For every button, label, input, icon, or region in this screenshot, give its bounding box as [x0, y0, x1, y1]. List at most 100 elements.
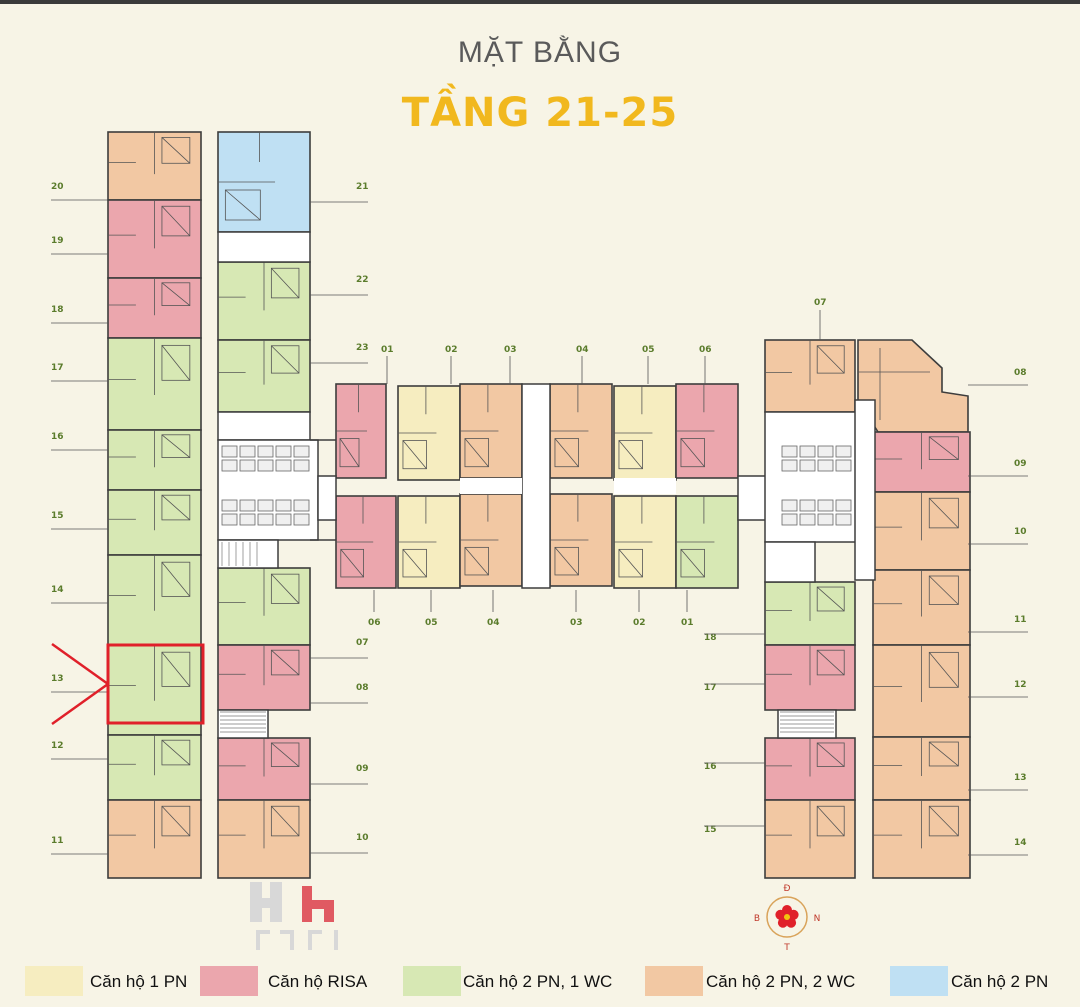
unit-two-bed-two-wc	[764, 339, 856, 413]
unit-number-label: 11	[51, 836, 64, 846]
unit-number-label: 09	[1014, 459, 1027, 469]
unit-two-bed-one-wc	[107, 429, 202, 491]
floor-plan: 20 19 18 17 16 15 14 13 12 11 21 22 23 07 08 09 10 01 02 03…	[51, 131, 1028, 953]
unit-number-label: 14	[1014, 838, 1027, 848]
unit-one-bed	[613, 385, 677, 481]
unit-number-label: 17	[51, 363, 64, 373]
legend-swatch-2pn-2wc	[645, 966, 703, 996]
unit-number-label: 04	[576, 345, 589, 355]
unit-two-bed-one-wc	[217, 567, 311, 646]
unit-two-bed-two-wc	[549, 383, 613, 479]
compass-right: N	[814, 914, 821, 924]
compass-bottom: T	[783, 943, 790, 953]
unit-number-label: 02	[445, 345, 458, 355]
unit-risa	[335, 495, 397, 589]
unit-two-bed-one-wc	[107, 337, 202, 431]
unit-number-label: 17	[704, 683, 717, 693]
unit-number-label: 10	[356, 833, 369, 843]
page-title: MẶT BẰNG	[457, 36, 623, 69]
unit-number-label: 08	[356, 683, 369, 693]
unit-two-bed-two-wc	[549, 493, 613, 587]
compass-icon: Đ B N T	[754, 884, 820, 953]
legend-swatch-risa	[200, 966, 258, 996]
compass-left: B	[754, 914, 760, 924]
unit-number-label: 16	[51, 432, 64, 442]
top-border	[0, 0, 1080, 4]
unit-number-label: 19	[51, 236, 64, 246]
unit-number-label: 03	[504, 345, 517, 355]
unit-two-bed-two-wc	[872, 569, 971, 646]
unit-number-label: 06	[368, 618, 381, 628]
unit-risa	[217, 644, 311, 711]
unit-number-label: 04	[487, 618, 500, 628]
unit-risa	[675, 383, 739, 479]
legend-swatch-2pn-1wc	[403, 966, 461, 996]
unit-risa	[764, 737, 856, 801]
highlighted-unit-marker	[51, 642, 205, 726]
unit-number-label: 23	[356, 343, 369, 353]
unit-number-label: 08	[1014, 368, 1027, 378]
unit-number-label: 05	[425, 618, 438, 628]
unit-number-label: 18	[704, 633, 717, 643]
legend-swatch-1pn	[25, 966, 83, 996]
unit-number-label: 14	[51, 585, 64, 595]
unit-number-label: 10	[1014, 527, 1027, 537]
unit-two-bed-one-wc	[764, 581, 856, 646]
unit-two-bed-two-wc	[872, 799, 971, 879]
unit-two-bed-one-wc	[217, 339, 311, 413]
unit-number-label: 22	[356, 275, 369, 285]
unit-blue	[217, 131, 311, 233]
unit-number-label: 01	[381, 345, 394, 355]
unit-two-bed-two-wc	[459, 493, 523, 587]
unit-number-label: 13	[51, 674, 64, 684]
circulation-core	[217, 231, 876, 739]
unit-number-label: 05	[642, 345, 655, 355]
legend-swatch-blue	[890, 966, 948, 996]
unit-two-bed-one-wc	[107, 489, 202, 556]
unit-risa	[764, 644, 856, 711]
unit-number-label: 01	[681, 618, 694, 628]
legend-label-2pn-1wc: Căn hộ 2 PN, 1 WC	[463, 972, 613, 991]
unit-number-label: 02	[633, 618, 646, 628]
unit-number-label: 16	[704, 762, 717, 772]
unit-two-bed-one-wc	[107, 554, 202, 646]
unit-number-label: 20	[51, 182, 64, 192]
legend-label-1pn: Căn hộ 1 PN	[90, 972, 188, 991]
unit-two-bed-one-wc	[217, 261, 311, 341]
legend-label-risa: Căn hộ RISA	[268, 972, 368, 991]
unit-number-label: 07	[814, 298, 827, 308]
unit-two-bed-two-wc	[764, 799, 856, 879]
unit-risa	[217, 737, 311, 801]
unit-one-bed	[397, 385, 461, 481]
unit-risa	[107, 199, 202, 279]
unit-two-bed-one-wc	[675, 495, 739, 589]
unit-two-bed-two-wc	[107, 799, 202, 879]
unit-one-bed	[397, 495, 461, 589]
unit-two-bed-one-wc	[107, 734, 202, 801]
unit-number-label: 12	[1014, 680, 1027, 690]
unit-two-bed-two-wc	[872, 491, 971, 571]
unit-number-label: 18	[51, 305, 64, 315]
legend-label-blue: Căn hộ 2 PN	[951, 972, 1049, 991]
unit-number-label: 11	[1014, 615, 1027, 625]
unit-one-bed	[613, 495, 677, 589]
legend-label-2pn-2wc: Căn hộ 2 PN, 2 WC	[706, 972, 856, 991]
unit-two-bed-two-wc	[872, 644, 971, 738]
developer-logo-icon	[250, 882, 338, 950]
floor-range-title: TẦNG 21-25	[401, 90, 679, 136]
unit-two-bed-two-wc	[217, 799, 311, 879]
unit-risa	[872, 431, 971, 493]
unit-number-label: 09	[356, 764, 369, 774]
legend: Căn hộ 1 PN Căn hộ RISA Căn hộ 2 PN, 1 W…	[0, 958, 1080, 1007]
unit-two-bed-two-wc	[107, 131, 202, 201]
unit-number-label: 21	[356, 182, 369, 192]
unit-two-bed-two-wc	[459, 383, 523, 479]
unit-risa	[335, 383, 387, 479]
unit-number-label: 03	[570, 618, 583, 628]
unit-number-label: 07	[356, 638, 369, 648]
unit-number-label: 13	[1014, 773, 1027, 783]
unit-two-bed-two-wc	[872, 736, 971, 801]
unit-number-label: 15	[51, 511, 64, 521]
unit-risa	[107, 277, 202, 339]
compass-top: Đ	[784, 884, 791, 894]
